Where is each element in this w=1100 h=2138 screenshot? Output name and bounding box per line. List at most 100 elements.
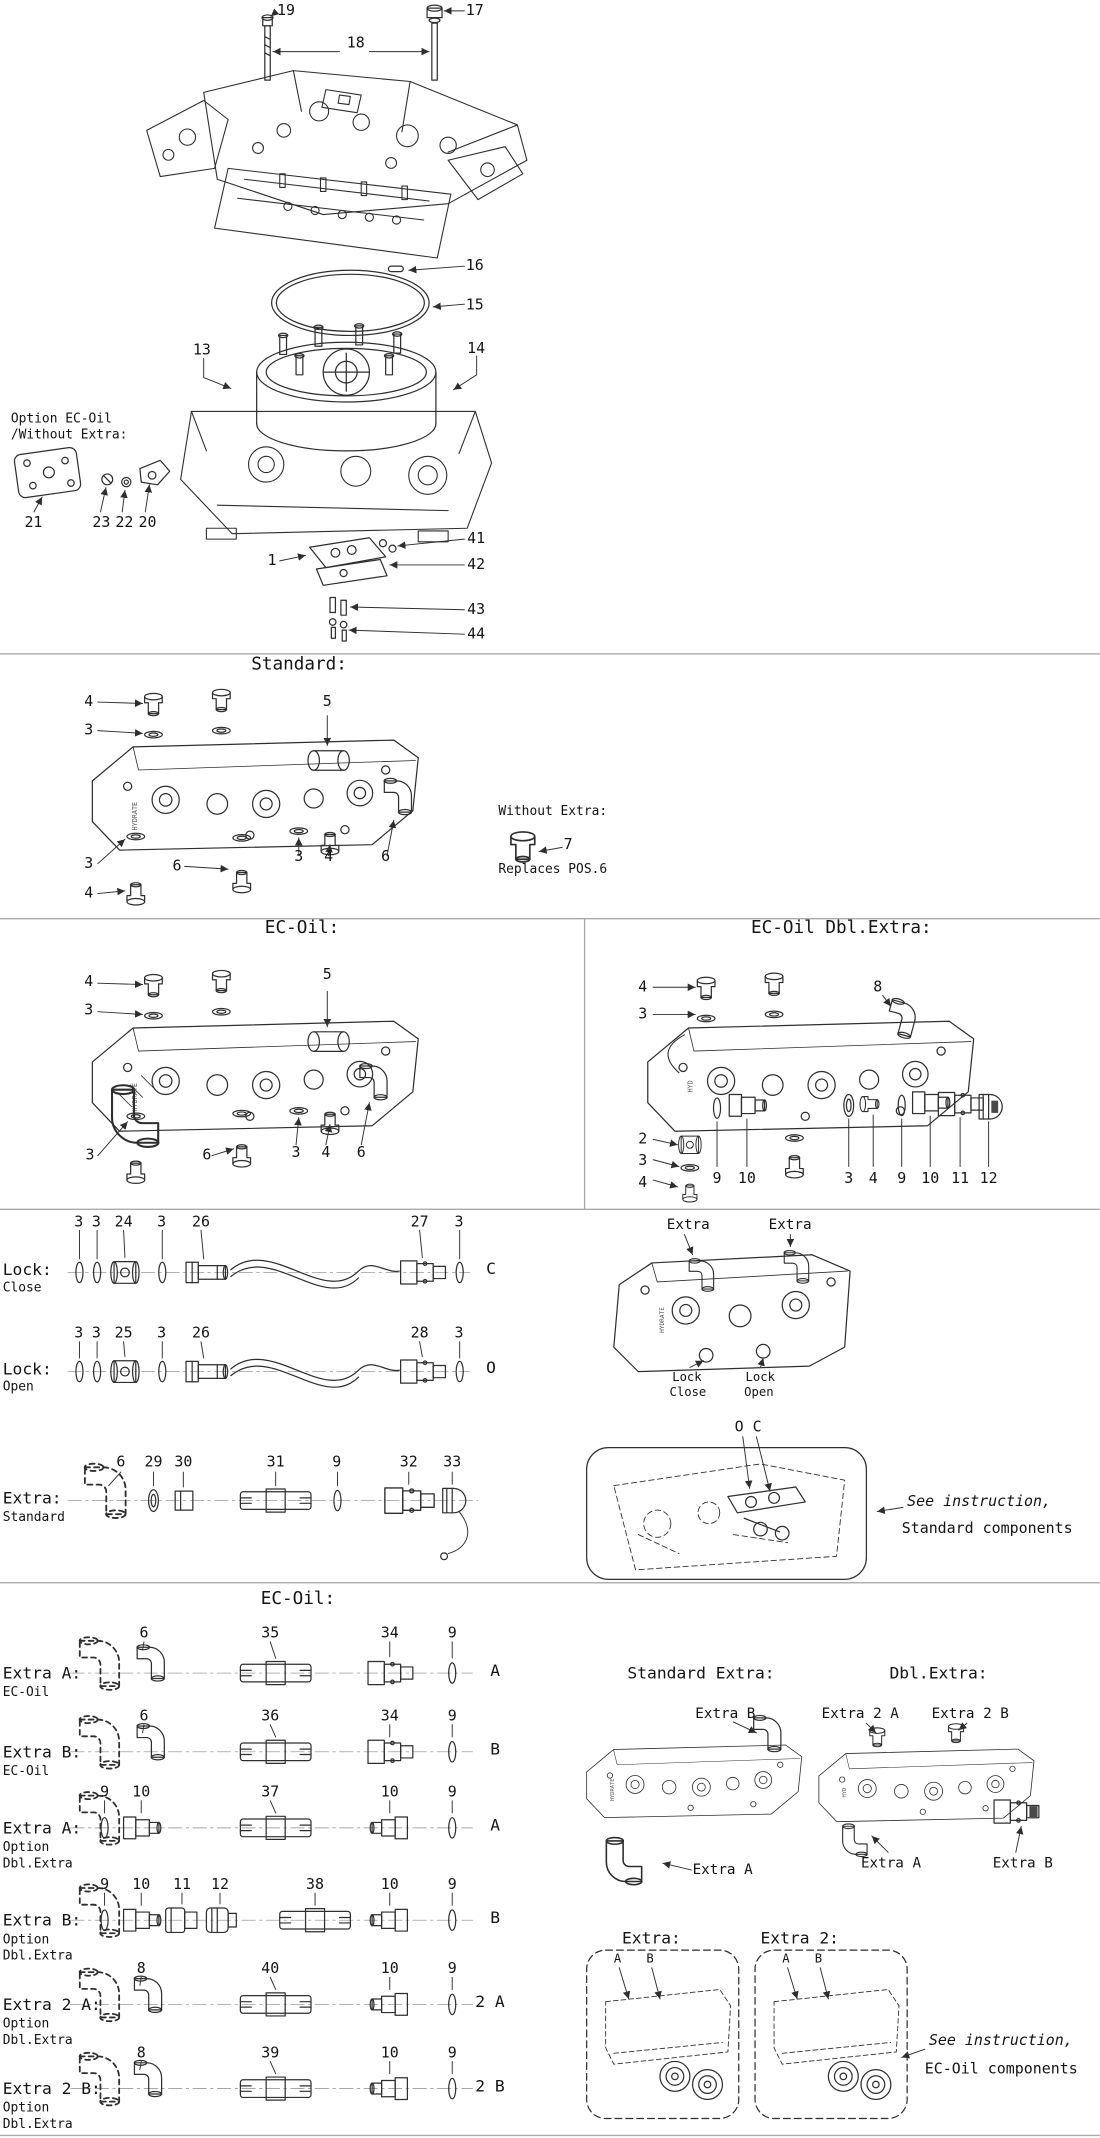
section-title-ecoil: EC-Oil: (264, 918, 340, 939)
callout-38: 38 (306, 1875, 325, 1894)
callout-17: 17 (465, 1, 484, 20)
row-label-lock-open: Lock: (2, 1359, 52, 1379)
breather-cap-17 (426, 4, 443, 81)
section-title-ecoil-dbl-extra: EC-Oil Dbl.Extra: (750, 918, 932, 939)
ecoil-valve-assembly: HYDRATE (91, 969, 419, 1185)
callout-6: 6 (172, 856, 182, 875)
section-divider-1 (0, 653, 1100, 655)
label-extra-a: Extra A (860, 1855, 922, 1872)
callout-34: 34 (380, 1707, 399, 1725)
ecoil-leaders (97, 980, 372, 1157)
without-extra-plug-7 (509, 831, 563, 863)
callout-37: 37 (261, 1783, 280, 1801)
callout-18: 18 (346, 33, 365, 52)
section-title-ecoil-components: EC-Oil: (260, 1588, 336, 1610)
callout-10: 10 (380, 1959, 399, 1978)
callout-6: 6 (356, 1143, 366, 1162)
callout-10: 10 (921, 1169, 940, 1187)
callout-4: 4 (324, 847, 334, 866)
callout-12: 12 (210, 1875, 229, 1894)
callout-13: 13 (192, 340, 211, 359)
callout-9: 9 (447, 1875, 457, 1894)
callout-29: 29 (144, 1453, 163, 1471)
callout-3: 3 (91, 1324, 101, 1342)
port-letter-b: B (490, 1739, 501, 1759)
row-label-extra-a: Extra A: (2, 1663, 82, 1683)
callout-9: 9 (447, 1783, 457, 1801)
valve-stamp: HYDRATE (659, 1307, 666, 1333)
callout-9: 9 (712, 1169, 722, 1187)
row-sublabel: EC-Oil (2, 1685, 50, 1701)
callout-3: 3 (638, 1004, 648, 1023)
callout-3: 3 (454, 1324, 464, 1342)
row-sublabel-open: Open (2, 1379, 34, 1395)
option-plate-21 (13, 446, 82, 499)
callout-14: 14 (467, 339, 486, 358)
port-letter-b: B (646, 1952, 654, 1967)
callout-3: 3 (157, 1212, 167, 1231)
valve-stamp: HYD (687, 1080, 695, 1092)
block-title-dbl-extra: Dbl.Extra: (889, 1663, 988, 1683)
label-lock-close-2: Close (669, 1386, 707, 1401)
callout-4: 4 (84, 972, 94, 990)
callout-3: 3 (84, 1000, 94, 1019)
row-label-lock-close: Lock: (2, 1260, 52, 1280)
callout-44: 44 (467, 624, 486, 643)
callout-4: 4 (868, 1169, 878, 1187)
replaces-note: Replaces POS.6 (498, 862, 608, 878)
callout-1: 1 (267, 551, 277, 570)
port-letter-o: O (486, 1358, 496, 1378)
label-extra-2b: Extra 2 B (931, 1705, 1009, 1722)
box-title-extra-2: Extra 2: (760, 1928, 839, 1948)
standard-valve-assembly: HYDRATE (91, 688, 563, 906)
port-letter-a: A (490, 1815, 501, 1835)
row-label-extra-2a: Extra 2 A: (2, 1994, 101, 2014)
callout-31: 31 (266, 1453, 285, 1471)
stud-bolt-19 (261, 14, 274, 81)
row-label-extra: Extra: (2, 1488, 62, 1508)
pin-16 (387, 265, 404, 273)
label-o-c: O C (734, 1417, 762, 1436)
instruction-standard-line2: Standard components (901, 1519, 1073, 1538)
port-letter-2a: 2 A (475, 1992, 505, 2012)
callout-9: 9 (447, 1624, 457, 1642)
port-letter-a: A (613, 1952, 622, 1967)
extra2-instruction-box (754, 1949, 908, 2120)
option-ecoil-note-line2: /Without Extra: (10, 427, 128, 443)
row-sublabel: Option (2, 1932, 50, 1948)
cylinder-housing-13 (256, 323, 437, 452)
callout-23: 23 (92, 513, 111, 531)
row-sublabel: Dbl.Extra (2, 2117, 73, 2133)
callout-9: 9 (100, 1783, 110, 1801)
instruction-box-standard (586, 1436, 904, 1580)
standard-extra-block: HYDRATE (586, 1714, 803, 1886)
row-label-extra-a: Extra A: (2, 1818, 82, 1838)
washer-22 (121, 476, 132, 488)
callout-10: 10 (737, 1169, 756, 1187)
callout-21: 21 (24, 513, 43, 531)
row-sublabel: Dbl.Extra (2, 2032, 73, 2048)
callout-3: 3 (638, 1151, 648, 1170)
instruction-ecoil-line1: See instruction, (928, 2031, 1073, 2050)
extra-a-ecoil-row (70, 1636, 473, 1691)
callout-7: 7 (563, 835, 573, 853)
engine-exploded-view (13, 4, 528, 642)
callout-4: 4 (638, 1173, 648, 1191)
section-divider-5 (0, 2134, 1100, 2137)
top-leaders-a (270, 7, 465, 56)
extra-instruction-box (586, 1949, 740, 2120)
callout-5: 5 (322, 965, 332, 984)
row-label-extra-b: Extra B: (2, 1742, 82, 1762)
callout-16: 16 (465, 256, 484, 275)
lock-close-parts-row (67, 1229, 471, 1289)
callout-19: 19 (277, 1, 296, 20)
port-letter-a: A (782, 1952, 790, 1967)
section-divider-4 (0, 1582, 1100, 1584)
label-lock-open-1: Lock (745, 1371, 775, 1386)
callout-4: 4 (84, 884, 94, 902)
callout-5: 5 (322, 692, 332, 711)
extra-standard-parts-row (67, 1462, 479, 1561)
callout-9: 9 (897, 1169, 907, 1187)
row-sublabel: Dbl.Extra (2, 1948, 73, 1964)
callout-8: 8 (136, 2043, 146, 2062)
